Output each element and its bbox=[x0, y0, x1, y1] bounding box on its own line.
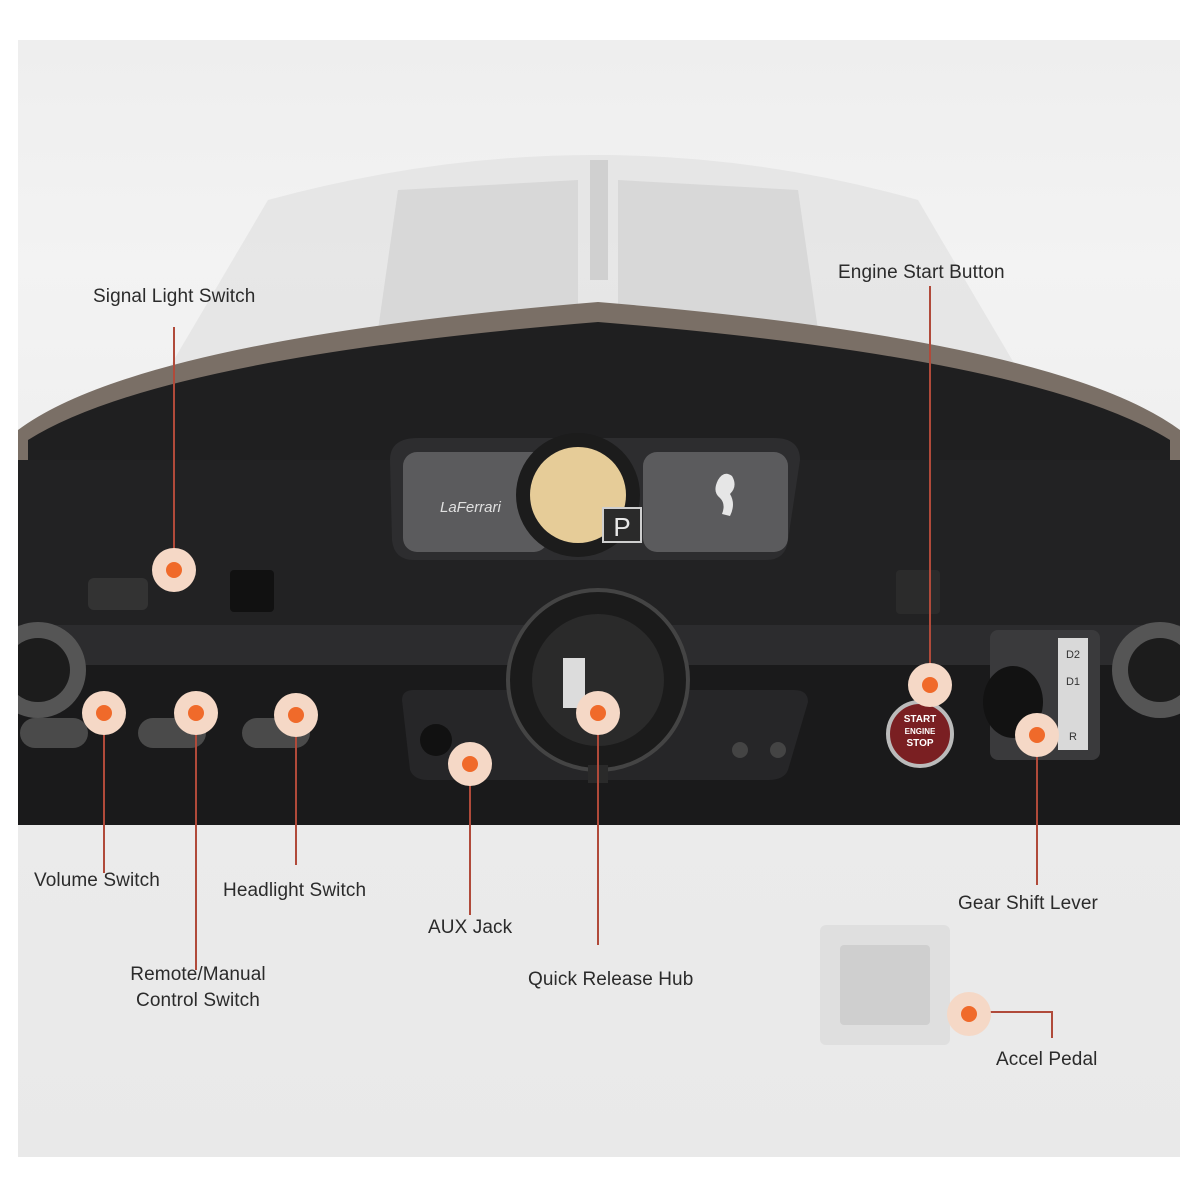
gear-indicator-box bbox=[602, 507, 642, 543]
console-button-2 bbox=[770, 742, 786, 758]
leader-lines bbox=[103, 286, 1053, 1038]
center-pillar bbox=[590, 160, 608, 280]
label-headlight-switch: Headlight Switch bbox=[223, 880, 367, 901]
rear-window-right bbox=[618, 180, 818, 330]
label-quick-release-hub: Quick Release Hub bbox=[528, 969, 694, 990]
hub-shaft bbox=[563, 658, 585, 708]
callout-markers bbox=[82, 548, 1059, 1036]
gear-pos-r: R bbox=[1069, 731, 1077, 743]
label-remote-manual-control-switch: Remote/Manual Control Switch bbox=[130, 964, 266, 1011]
start-text-3: STOP bbox=[906, 738, 933, 749]
right-dash-button bbox=[896, 570, 940, 614]
marker-remote-manual bbox=[174, 691, 218, 735]
label-engine-start-button: Engine Start Button bbox=[838, 262, 1005, 283]
marker-signal-light bbox=[152, 548, 196, 592]
aux-knob bbox=[420, 724, 452, 756]
cluster-left-panel bbox=[403, 452, 548, 552]
gear-indicator-text: P bbox=[613, 512, 630, 542]
label-gear-shift-lever: Gear Shift Lever bbox=[958, 893, 1098, 914]
marker-aux bbox=[448, 742, 492, 786]
marker-gear-shift bbox=[1015, 713, 1059, 757]
marker-volume bbox=[82, 691, 126, 735]
dashboard-illustration: P LaFerrari START ENGINE STOP D2 D1 R bbox=[18, 155, 1180, 1045]
pedal-plate bbox=[840, 945, 930, 1025]
marker-accel bbox=[947, 992, 991, 1036]
signal-switch-body bbox=[88, 578, 148, 610]
label-volume-switch: Volume Switch bbox=[34, 870, 160, 891]
diagram-frame: P LaFerrari START ENGINE STOP D2 D1 R bbox=[18, 40, 1180, 1157]
leader-accel bbox=[990, 1011, 1053, 1038]
console-button-1 bbox=[732, 742, 748, 758]
label-signal-light-switch: Signal Light Switch bbox=[93, 286, 256, 307]
rear-window-left bbox=[378, 180, 578, 330]
label-aux-jack: AUX Jack bbox=[428, 917, 513, 938]
gear-pos-d2: D2 bbox=[1066, 649, 1080, 661]
start-text-1: START bbox=[904, 714, 937, 725]
marker-headlight bbox=[274, 693, 318, 737]
cluster-badge-text: LaFerrari bbox=[440, 499, 502, 516]
left-dash-button bbox=[230, 570, 274, 612]
gear-scale bbox=[1058, 638, 1088, 750]
prancing-horse-icon bbox=[715, 473, 735, 516]
label-accel-pedal: Accel Pedal bbox=[996, 1049, 1098, 1070]
marker-quick-release bbox=[576, 691, 620, 735]
marker-engine-start bbox=[908, 663, 952, 707]
start-text-2: ENGINE bbox=[905, 727, 936, 736]
gear-pos-d1: D1 bbox=[1066, 676, 1080, 688]
volume-switch-body bbox=[20, 718, 88, 748]
cluster-right-panel bbox=[643, 452, 788, 552]
